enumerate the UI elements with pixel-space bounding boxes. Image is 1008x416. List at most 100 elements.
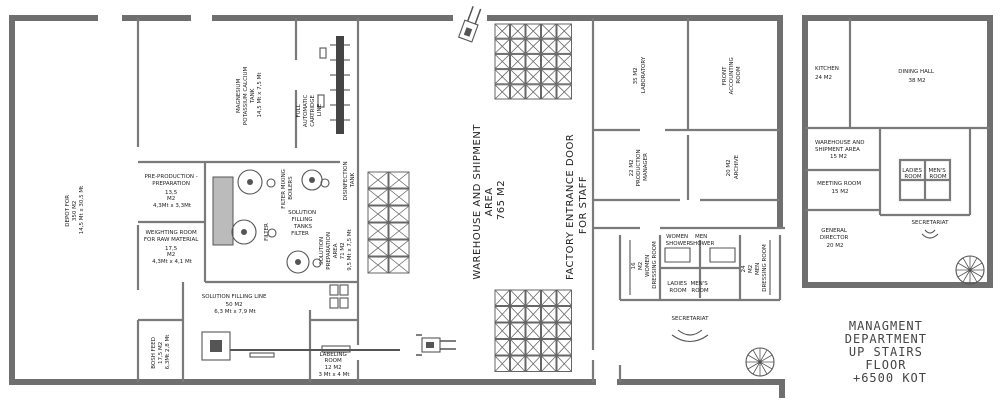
crate xyxy=(541,38,557,54)
upstairs-mens-label: MEN'S ROOM xyxy=(928,168,947,180)
tank xyxy=(237,169,263,195)
crate xyxy=(494,306,510,323)
crate xyxy=(541,84,557,100)
magnesium-tank-label: MAGNESIUM POTASSIUM CALCIUM TANK 14,5 Mt… xyxy=(236,65,263,125)
crate xyxy=(388,256,410,274)
crate xyxy=(525,289,541,306)
mens-room-label: MEN'S ROOM xyxy=(690,281,709,294)
secretariat-label: SECRETARIAT xyxy=(672,316,710,322)
crate xyxy=(510,53,526,70)
crate xyxy=(388,222,410,240)
pre-production-label: PRE-PRODUCTION - PREPARATION 13,5 M2 4,3… xyxy=(144,174,199,209)
crate xyxy=(510,69,526,85)
kitchen-label: KITCHEN 24 M2 xyxy=(815,66,841,81)
crate xyxy=(388,239,410,257)
crate xyxy=(510,322,526,339)
solution-prep-label: SOLUTION PREPARATION AREA 71 M2 9,5 Mt x… xyxy=(319,228,353,270)
filter-label: FILTER xyxy=(291,231,309,237)
crate xyxy=(367,239,389,257)
crate xyxy=(388,205,410,223)
general-director-label: GENERAL DIRECTOR 20 M2 xyxy=(820,228,850,249)
crate xyxy=(367,222,389,240)
room-labels: DEPOT FOR 350 M2 14,5 Mt x 30,5 Mt MAGNE… xyxy=(65,56,949,385)
men-dressing-label: 24 M2 MEN DRESSING ROOM xyxy=(741,244,768,292)
interior-walls xyxy=(136,18,990,382)
archive-label: 20 M2 ARCHIVE xyxy=(726,154,740,179)
crate xyxy=(541,53,557,70)
crate xyxy=(525,53,541,70)
crate xyxy=(556,355,572,372)
storage-racks xyxy=(367,23,572,372)
weighting-room-label: WEIGHTING ROOM FOR RAW MATERIAL 17,5 M2 … xyxy=(144,230,200,265)
filling-machine xyxy=(201,331,231,361)
warehouse-label: WAREHOUSE AND SHIPMENT AREA 765 M2 xyxy=(472,120,507,279)
crate xyxy=(525,339,541,356)
crate xyxy=(541,306,557,323)
crate xyxy=(510,339,526,356)
stair-icon xyxy=(745,255,985,377)
crate xyxy=(525,69,541,85)
crate xyxy=(556,84,572,100)
crate xyxy=(494,38,510,54)
ladies-room-label: LADIES ROOM xyxy=(667,281,689,294)
crate xyxy=(525,306,541,323)
crate xyxy=(494,84,510,100)
crate xyxy=(525,84,541,100)
disinfection-label: DISINFECTION TANK xyxy=(343,160,356,201)
crate xyxy=(367,188,389,206)
laboratory-label: 35 M2 LABORATORY xyxy=(633,56,647,93)
crate xyxy=(510,289,526,306)
crate xyxy=(556,322,572,339)
crate xyxy=(494,355,510,372)
crate xyxy=(494,69,510,85)
crate xyxy=(510,306,526,323)
entrance-label: FACTORY ENTRANCE DOOR FOR STAFF xyxy=(565,130,589,280)
crate xyxy=(494,322,510,339)
crate xyxy=(541,322,557,339)
crate xyxy=(525,23,541,39)
upstairs-warehouse-label: WAREHOUSE AND SHIPMENT AREA 15 M2 xyxy=(815,140,866,160)
men-shower-label: MEN SHOWER xyxy=(690,234,715,247)
crate xyxy=(510,23,526,39)
cartridge-line-belt xyxy=(336,36,344,134)
crate xyxy=(388,171,410,189)
depot-label: DEPOT FOR 350 M2 14,5 Mt x 30,5 Mt xyxy=(65,185,85,234)
crate xyxy=(367,256,389,274)
dining-hall-label: DINING HALL 38 M2 xyxy=(898,69,936,84)
labeling-room-label: LABELING ROOM 12 M2 3 Mt x 4 Mt xyxy=(318,352,350,378)
crate xyxy=(541,289,557,306)
bosh-feed-label: BOSH FEED 17,5 M2 6,3Mt 2,8 Mt xyxy=(151,334,171,370)
solution-tanks-label: SOLUTION FILLING TANKS xyxy=(288,210,318,230)
crate xyxy=(541,69,557,85)
crate xyxy=(494,53,510,70)
management-floor-note: MANAGMENT DEPARTMENT UP STAIRS FLOOR +65… xyxy=(845,319,935,385)
women-dressing-label: 16 M2 WOMEN DRESSING ROOM xyxy=(631,241,658,289)
crate xyxy=(367,205,389,223)
crate xyxy=(525,355,541,372)
crate xyxy=(556,339,572,356)
exterior-walls xyxy=(9,15,993,398)
forklift xyxy=(416,334,456,356)
crate xyxy=(556,69,572,85)
crate xyxy=(510,355,526,372)
filter-mixing-label: FILTER MIXING BOILERS xyxy=(281,167,294,208)
tank xyxy=(286,250,310,274)
crate xyxy=(556,53,572,70)
crate xyxy=(525,38,541,54)
filter-label: FILTER xyxy=(264,223,270,241)
crate xyxy=(510,84,526,100)
crate xyxy=(525,322,541,339)
cartridge-line-label: FULL AUTOMATIC CARTRIDGE LINE xyxy=(296,93,323,127)
equipment xyxy=(201,5,985,377)
women-shower-label: WOMEN SHOWER xyxy=(666,234,691,247)
crate xyxy=(556,306,572,323)
crate xyxy=(556,289,572,306)
crate xyxy=(510,38,526,54)
meeting-room-label: MEETING ROOM 15 M2 xyxy=(817,181,863,195)
crate xyxy=(494,339,510,356)
crate xyxy=(541,23,557,39)
crate xyxy=(556,23,572,39)
crate xyxy=(494,289,510,306)
solution-filling-line-label: SOLUTION FILLING LINE 50 M2 6,3 Mt x 7,9… xyxy=(202,294,269,315)
